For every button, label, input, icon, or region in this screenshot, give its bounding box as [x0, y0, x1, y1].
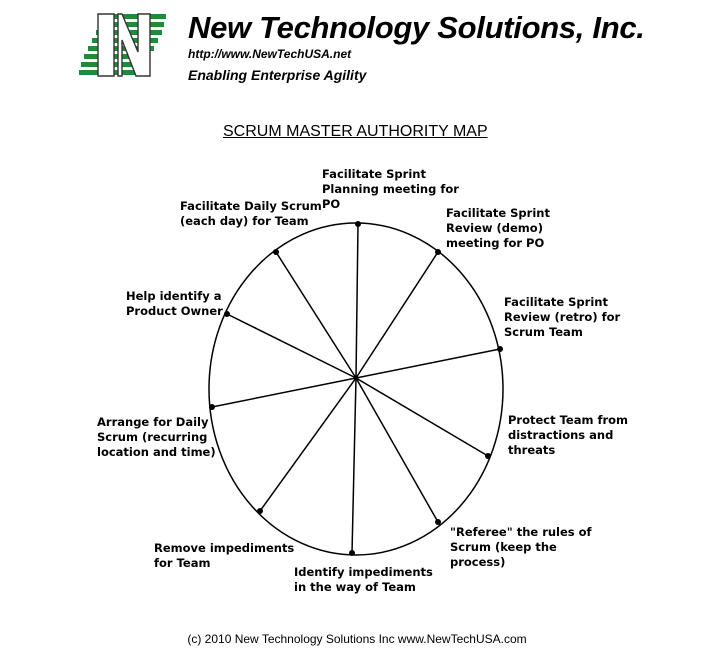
spoke-identify-product-owner [226, 313, 357, 379]
spoke-endpoint-arrange-daily-scrum [209, 404, 215, 410]
wheel-hub [353, 375, 359, 381]
spoke-label-identify-impediments: Identify impediments in the way of Team [294, 565, 433, 594]
spoke-endpoint-identify-product-owner [224, 311, 230, 317]
spoke-label-remove-impediments: Remove impediments for Team [154, 541, 295, 570]
spoke-label-identify-product-owner: Help identify a Product Owner [126, 289, 223, 318]
copyright-footer: (c) 2010 New Technology Solutions Inc ww… [187, 632, 527, 646]
map-title: SCRUM MASTER AUTHORITY MAP [223, 123, 488, 140]
spoke-label-sprint-retro: Facilitate Sprint Review (retro) for Scr… [504, 295, 621, 339]
spoke-protect-team [355, 377, 489, 457]
company-logo [79, 13, 166, 77]
spoke-label-sprint-planning: Facilitate Sprint Planning meeting for P… [322, 167, 459, 211]
spoke-endpoint-sprint-planning [355, 221, 361, 227]
spoke-endpoint-sprint-review-demo [435, 249, 441, 255]
spoke-daily-scrum [275, 251, 357, 379]
spoke-endpoint-referee-rules [435, 519, 441, 525]
spoke-endpoint-protect-team [485, 453, 491, 459]
spoke-sprint-retro [355, 348, 501, 379]
spoke-identify-impediments [351, 377, 357, 554]
spoke-endpoint-remove-impediments [257, 508, 263, 514]
spoke-label-daily-scrum: Facilitate Daily Scrum (each day) for Te… [180, 199, 322, 228]
spoke-endpoint-daily-scrum [273, 249, 279, 255]
spoke-endpoint-sprint-retro [497, 346, 503, 352]
company-url[interactable]: http://www.NewTechUSA.net [188, 47, 352, 61]
spoke-endpoint-identify-impediments [349, 550, 355, 556]
spoke-label-protect-team: Protect Team from distractions and threa… [508, 413, 629, 457]
spoke-referee-rules [355, 377, 439, 523]
spoke-label-referee-rules: "Referee" the rules of Scrum (keep the p… [450, 525, 592, 569]
company-name: New Technology Solutions, Inc. [188, 10, 645, 45]
spoke-remove-impediments [259, 377, 357, 512]
company-tagline: Enabling Enterprise Agility [188, 67, 367, 83]
spoke-sprint-planning [355, 223, 359, 379]
spoke-group [209, 221, 503, 556]
spoke-label-arrange-daily-scrum: Arrange for Daily Scrum (recurring locat… [97, 415, 216, 459]
spoke-arrange-daily-scrum [211, 377, 357, 408]
spoke-sprint-review-demo [355, 251, 439, 379]
spoke-label-sprint-review-demo: Facilitate Sprint Review (demo) meeting … [446, 206, 550, 250]
